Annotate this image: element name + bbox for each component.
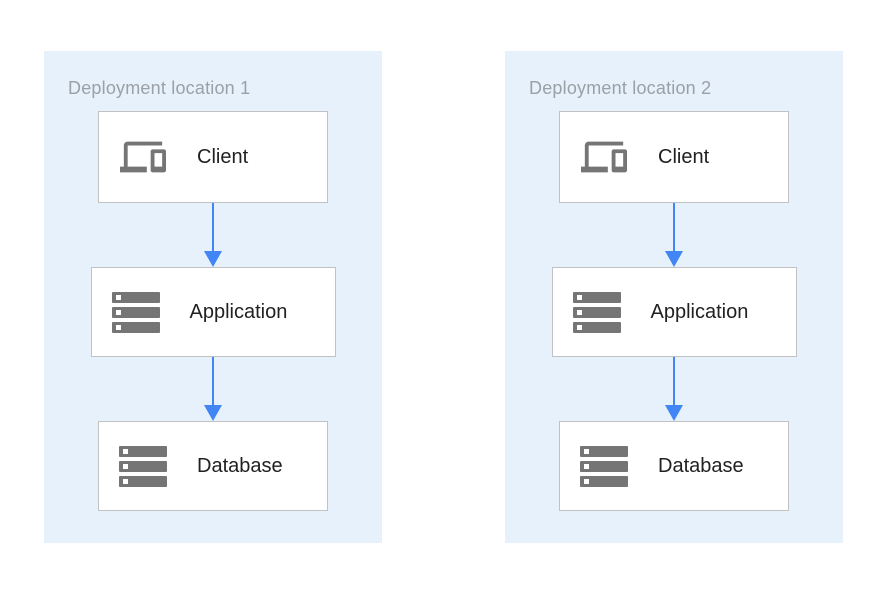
node-database: Database [559, 421, 789, 511]
node-application: Application [90, 267, 336, 357]
node-application: Application [551, 267, 797, 357]
panel-title: Deployment location 1 [68, 78, 251, 98]
server-stack-icon [119, 445, 167, 487]
arrow-line [673, 203, 675, 252]
node-database: Database [98, 421, 328, 511]
devices-icon [119, 134, 167, 180]
panel-title: Deployment location 2 [529, 78, 712, 98]
node-label: Application [650, 300, 749, 323]
node-label: Application [189, 300, 288, 323]
arrow-application-to-database [665, 357, 683, 421]
arrow-line [212, 203, 214, 252]
node-label: Client [658, 145, 710, 168]
arrow-head [204, 251, 222, 267]
arrow-application-to-database [204, 357, 222, 421]
node-client: Client [98, 111, 328, 203]
arrow-client-to-application [665, 203, 683, 267]
node-label: Database [658, 454, 744, 477]
deployment-panel-2: Deployment location 2 Client [505, 51, 843, 543]
server-stack-icon [580, 445, 628, 487]
arrow-head [204, 405, 222, 421]
server-stack-icon [572, 291, 621, 333]
node-label: Database [197, 454, 283, 477]
arrow-head [665, 251, 683, 267]
node-label: Client [197, 145, 249, 168]
arrow-line [673, 357, 675, 406]
arrow-head [665, 405, 683, 421]
server-stack-icon [111, 291, 160, 333]
deployment-panel-1: Deployment location 1 Client [44, 51, 382, 543]
node-client: Client [559, 111, 789, 203]
arrow-client-to-application [204, 203, 222, 267]
arrow-line [212, 357, 214, 406]
devices-icon [580, 134, 628, 180]
